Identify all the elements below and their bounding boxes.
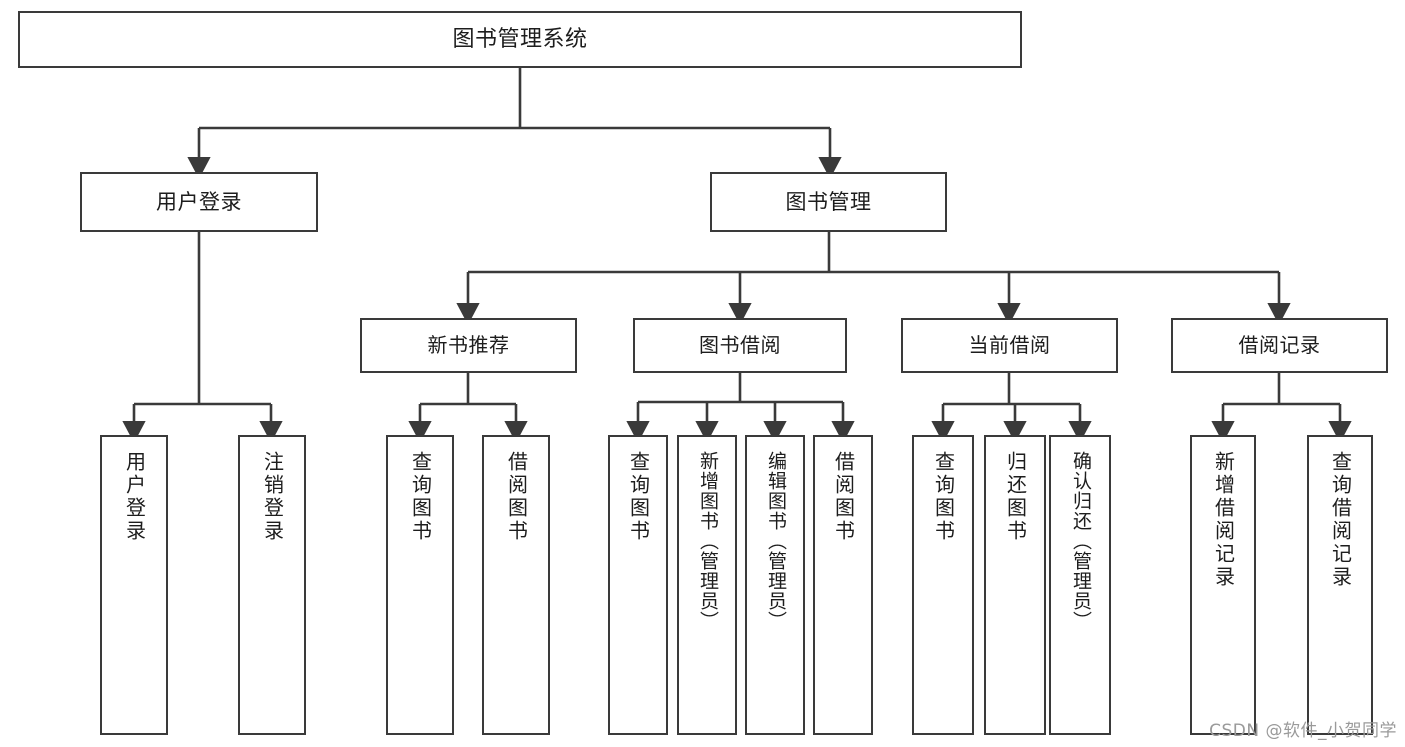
- node-label: 注销登录: [260, 451, 285, 543]
- node-label: 借阅图书: [831, 451, 856, 543]
- node-label: 确认归还（管理员）: [1069, 451, 1092, 631]
- node-label: 新增图书（管理员）: [696, 451, 719, 631]
- node-leaf-return-book[interactable]: 归还图书: [984, 435, 1046, 735]
- node-leaf-query-borrow-record[interactable]: 查询借阅记录: [1307, 435, 1373, 735]
- node-label: 借阅图书: [504, 451, 529, 543]
- node-leaf-user-login[interactable]: 用户登录: [100, 435, 168, 735]
- node-leaf-borrow-book-rec[interactable]: 借阅图书: [482, 435, 550, 735]
- node-book-borrow[interactable]: 图书借阅: [633, 318, 847, 373]
- node-current-borrow[interactable]: 当前借阅: [901, 318, 1118, 373]
- node-user-login[interactable]: 用户登录: [80, 172, 318, 232]
- node-label: 新增借阅记录: [1211, 451, 1236, 589]
- node-label: 图书借阅: [699, 332, 781, 357]
- node-leaf-query-book-borrow[interactable]: 查询图书: [608, 435, 668, 735]
- node-label: 查询图书: [408, 451, 433, 543]
- node-root-system[interactable]: 图书管理系统: [18, 11, 1022, 68]
- node-leaf-logout[interactable]: 注销登录: [238, 435, 306, 735]
- node-label: 查询图书: [931, 451, 956, 543]
- node-leaf-borrow-book[interactable]: 借阅图书: [813, 435, 873, 735]
- node-leaf-query-book-current[interactable]: 查询图书: [912, 435, 974, 735]
- node-leaf-add-borrow-record[interactable]: 新增借阅记录: [1190, 435, 1256, 735]
- node-label: 新书推荐: [427, 332, 510, 357]
- node-label: 编辑图书（管理员）: [764, 451, 787, 631]
- node-label: 借阅记录: [1238, 332, 1321, 357]
- node-label: 查询借阅记录: [1328, 451, 1353, 589]
- node-leaf-confirm-return-admin[interactable]: 确认归还（管理员）: [1049, 435, 1111, 735]
- node-borrow-record[interactable]: 借阅记录: [1171, 318, 1388, 373]
- node-label: 归还图书: [1003, 451, 1028, 543]
- node-label: 查询图书: [626, 451, 651, 543]
- node-leaf-query-book-rec[interactable]: 查询图书: [386, 435, 454, 735]
- watermark-text: CSDN @软件_小贺同学: [1209, 721, 1397, 741]
- node-label: 当前借阅: [968, 332, 1051, 357]
- node-book-management[interactable]: 图书管理: [710, 172, 947, 232]
- node-leaf-edit-book-admin[interactable]: 编辑图书（管理员）: [745, 435, 805, 735]
- node-label: 图书管理系统: [452, 26, 588, 52]
- node-label: 用户登录: [156, 189, 242, 214]
- node-leaf-add-book-admin[interactable]: 新增图书（管理员）: [677, 435, 737, 735]
- node-label: 图书管理: [785, 189, 872, 214]
- node-label: 用户登录: [122, 451, 147, 543]
- node-new-book-recommend[interactable]: 新书推荐: [360, 318, 577, 373]
